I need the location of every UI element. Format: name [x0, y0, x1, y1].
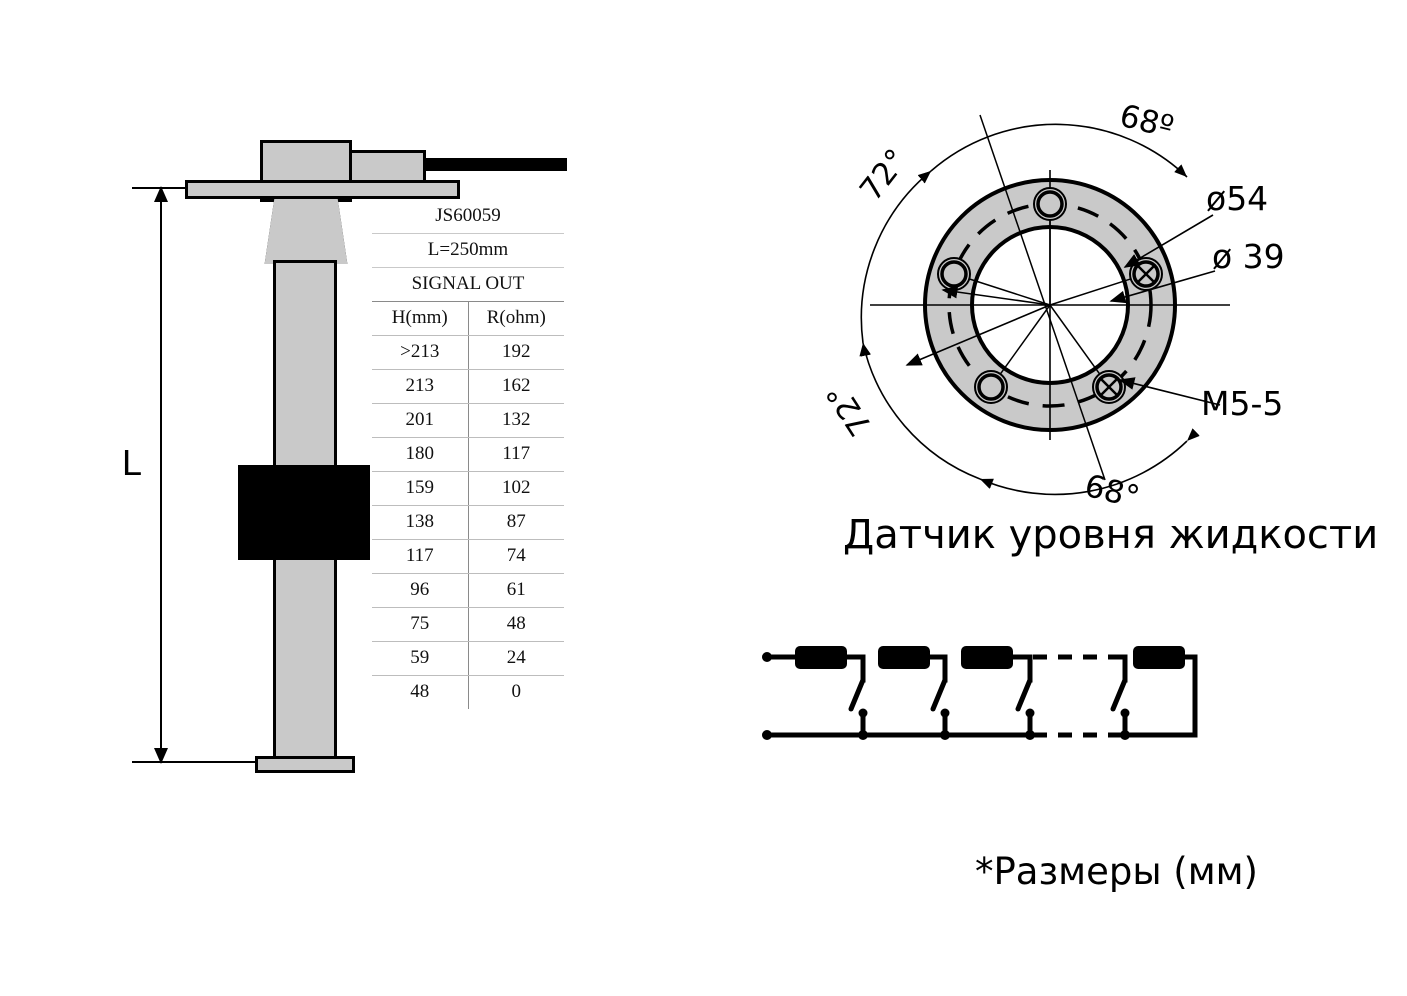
switch-contacts	[858, 708, 1130, 718]
dimension-label-l: L	[122, 442, 143, 483]
mounting-hole	[1129, 257, 1163, 291]
table-row-length: L=250mm	[372, 233, 564, 268]
cell-h: 96	[372, 573, 469, 608]
thread-label: M5-5	[1201, 384, 1283, 423]
cell-r: 132	[468, 403, 564, 438]
resistor	[1133, 646, 1185, 669]
part-number-cell: JS60059	[372, 200, 564, 234]
resistor	[878, 646, 930, 669]
continuation-dashes	[1033, 654, 1117, 738]
specification-table: JS60059 L=250mm SIGNAL OUT H(mm) R(ohm) …	[372, 200, 564, 709]
angle-label-top: 68º	[1116, 98, 1177, 146]
table-header-row: H(mm) R(ohm)	[372, 301, 564, 336]
cell-r: 48	[468, 607, 564, 642]
flange-top-view: 68º 72° 72° 68° ø54 ø 39 M5-5	[815, 75, 1285, 535]
angle-arc-top-left	[859, 170, 932, 357]
leader-lines	[905, 214, 1221, 406]
terminals	[762, 652, 772, 740]
length-cell: L=250mm	[372, 233, 564, 268]
junctions	[858, 730, 1130, 740]
float-magnet	[238, 465, 370, 560]
header-r-ohm: R(ohm)	[468, 301, 564, 336]
diagram-caption: Датчик уровня жидкости	[843, 512, 1379, 558]
dimension-arrow-up-icon	[154, 186, 168, 202]
tube-bottom-cap	[255, 756, 355, 773]
mounting-flange-plate	[185, 180, 460, 199]
cell-h: 180	[372, 437, 469, 472]
cell-r: 87	[468, 505, 564, 540]
cell-h: >213	[372, 335, 469, 370]
cell-r: 117	[468, 437, 564, 472]
diameter-inner-label: ø 39	[1212, 237, 1285, 276]
cell-h: 48	[372, 675, 469, 709]
cell-r: 192	[468, 335, 564, 370]
extension-line-bottom	[132, 761, 260, 763]
cell-h: 59	[372, 641, 469, 676]
units-footnote: *Размеры (мм)	[975, 850, 1258, 893]
signal-out-cell: SIGNAL OUT	[372, 267, 564, 302]
angle-arc-top	[917, 123, 1188, 184]
mounting-hole	[937, 257, 971, 291]
resistor	[961, 646, 1013, 669]
dimension-line	[160, 192, 162, 762]
angle-label-bottom: 68°	[1081, 468, 1143, 516]
table-row: 48 0	[372, 675, 564, 709]
sensor-neck	[264, 196, 348, 264]
sensor-side-view: L	[110, 120, 567, 800]
resistors	[795, 646, 1185, 669]
cell-r: 162	[468, 369, 564, 404]
sensor-cable	[422, 158, 567, 171]
cell-h: 75	[372, 607, 469, 642]
cell-h: 213	[372, 369, 469, 404]
cell-h: 117	[372, 539, 469, 574]
cell-r: 0	[511, 681, 522, 702]
resistor-ladder-schematic	[745, 635, 1215, 765]
cell-r: 61	[468, 573, 564, 608]
mounting-hole	[1092, 370, 1126, 404]
resistor	[795, 646, 847, 669]
cell-h: 138	[372, 505, 469, 540]
table-row-signal: SIGNAL OUT	[372, 267, 564, 302]
cell-r: 24	[468, 641, 564, 676]
diameter-outer-label: ø54	[1206, 179, 1268, 218]
reed-switches	[848, 677, 1128, 712]
angle-arc-bottom-left	[860, 342, 994, 489]
length-dimension: L	[110, 120, 260, 800]
header-h-mm: H(mm)	[372, 301, 469, 336]
mounting-hole	[1033, 187, 1067, 221]
terminal-ground	[762, 730, 772, 740]
angle-label-bottom-left: 72°	[820, 377, 880, 443]
angle-label-top-left: 72°	[853, 142, 915, 207]
dimension-arrow-down-icon	[154, 748, 168, 764]
table-row-part-number: JS60059	[372, 200, 564, 234]
cell-h: 159	[372, 471, 469, 506]
angle-arc-bottom	[979, 428, 1200, 496]
cell-h: 201	[372, 403, 469, 438]
cell-r: 74	[468, 539, 564, 574]
terminal-signal	[762, 652, 772, 662]
mounting-hole	[974, 370, 1008, 404]
cell-r: 102	[468, 471, 564, 506]
